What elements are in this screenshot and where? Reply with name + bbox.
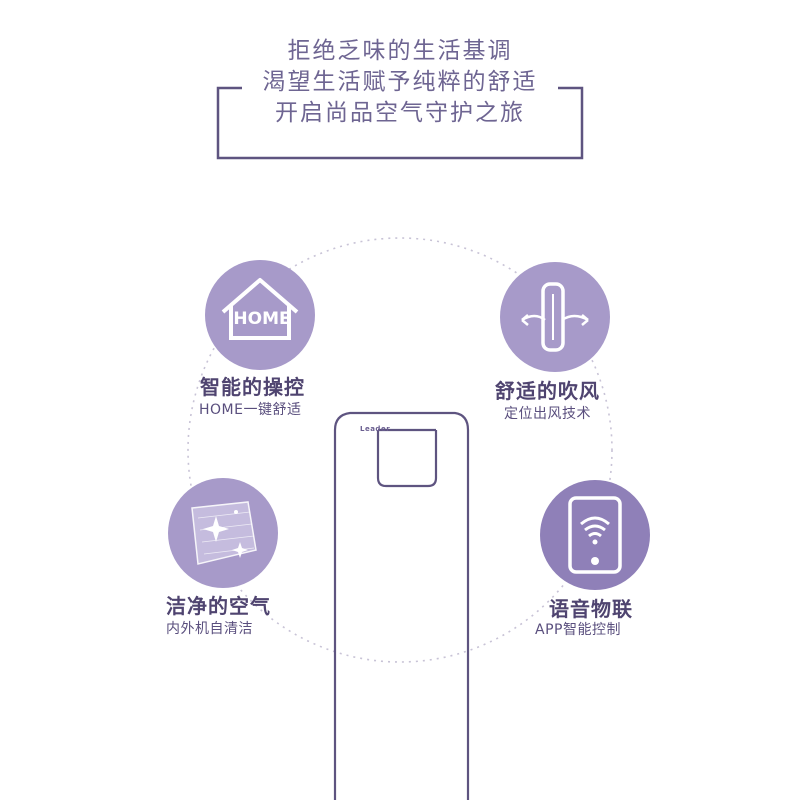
feature-clean-badge (168, 478, 278, 588)
intro-frame (216, 86, 584, 160)
feature-voice-subtitle: APP智能控制 (535, 622, 621, 638)
home-icon-label: HOME (233, 309, 290, 329)
intro-line-3: 开启尚品空气守护之旅 (275, 100, 525, 126)
home-icon: HOME (221, 278, 299, 340)
intro-text: 拒绝乏味的生活基调 渴望生活赋予纯粹的舒适 开启尚品空气守护之旅 (0, 36, 800, 129)
feature-clean-subtitle: 内外机自清洁 (166, 621, 253, 637)
feature-home-subtitle: HOME一键舒适 (199, 402, 302, 418)
airflow-icon (521, 282, 589, 352)
phone-wifi-icon (568, 496, 622, 574)
brand-logo: Leader (360, 425, 391, 433)
feature-wind-badge (500, 262, 610, 372)
feature-clean-title: 洁净的空气 (166, 594, 271, 618)
intro-line-2: 渴望生活赋予纯粹的舒适 (262, 69, 538, 95)
feature-voice-badge (540, 480, 650, 590)
feature-wind-title: 舒适的吹风 (495, 379, 600, 403)
air-conditioner-unit (333, 411, 470, 800)
feature-home-badge: HOME (205, 260, 315, 370)
sparkle-filter-icon (191, 501, 257, 565)
intro-line-1: 拒绝乏味的生活基调 (287, 38, 513, 64)
feature-voice-title: 语音物联 (549, 597, 633, 621)
feature-home-title: 智能的操控 (200, 375, 305, 399)
feature-wind-subtitle: 定位出风技术 (504, 406, 591, 422)
feature-ring (187, 237, 613, 663)
